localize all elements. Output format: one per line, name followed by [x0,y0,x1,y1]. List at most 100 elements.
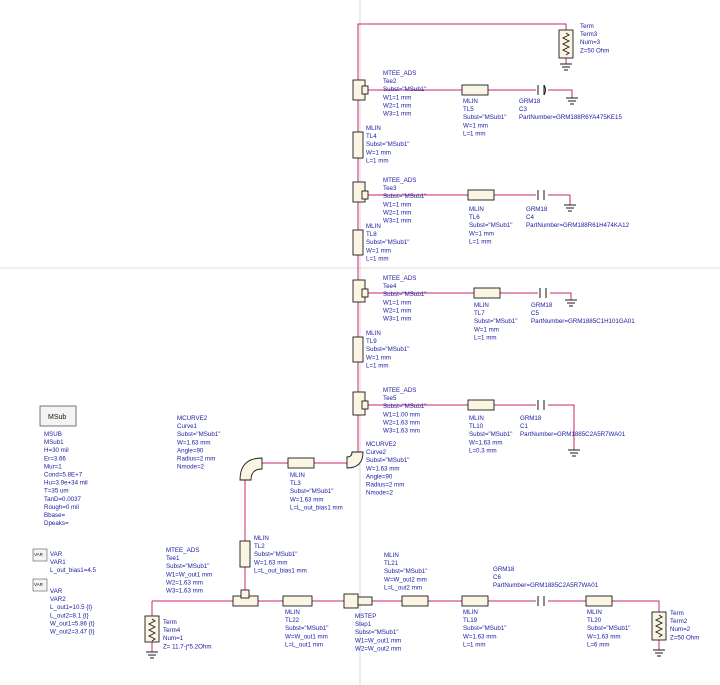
tl8-label-line: TL8 [366,231,377,238]
c3-capacitor[interactable] [537,84,546,96]
curve2-bend[interactable] [346,451,364,469]
tee5-component[interactable] [352,391,369,416]
wires [151,23,660,652]
msub-label-line: Bbase= [44,512,66,519]
tee2-label-line: Subst="MSub1" [383,86,426,93]
var2-label-line: VAR2 [50,596,66,603]
var2-component[interactable]: VAR [32,578,48,592]
tl19-line[interactable] [461,595,489,607]
tl22-label-line: W=W_out1 mm [285,633,328,640]
tl6-line[interactable] [467,189,495,201]
c3-label-line: GRM18 [519,98,541,105]
term4-resistor[interactable] [144,615,160,643]
tee3-label-line: MTEE_ADS [383,177,416,184]
var2-label-line: W_out2=3.47 {t} [50,629,95,636]
tee3-label-line: W3=1 mm [383,218,411,225]
tl9-label-line: W=1 mm [366,354,391,361]
msub-label-line: T=35 um [44,488,69,495]
step1-label-line: Step1 [355,621,372,628]
tl7-label-line: L=1 mm [474,334,497,341]
tee2-label-line: W2=1 mm [383,102,411,109]
c4-capacitor[interactable] [537,190,545,200]
term2-resistor[interactable] [651,611,667,641]
tl22-line[interactable] [282,595,313,607]
var1-component[interactable]: VAR [32,548,48,562]
tl19-label-line: TL19 [463,617,478,624]
tl2-line[interactable] [239,540,251,568]
c4-part-number: PartNumber=GRM188R61H474KA12 [526,222,630,229]
tl20-label-line: W=1.63 mm [587,633,621,640]
tee5-label-line: MTEE_ADS [383,387,416,394]
msub-component[interactable]: MSub [39,405,77,427]
step1-label-line: W2=W_out2 mm [355,645,401,652]
tee3-component[interactable] [352,181,369,203]
c6-capacitor[interactable] [537,596,545,606]
c5-capacitor[interactable] [539,288,547,298]
tl7-line[interactable] [473,287,501,299]
var1-label-line: VAR [50,551,63,558]
msub-label-line: Dpeaks= [44,520,69,527]
curve1-label-line: W=1.63 mm [177,439,211,446]
tl21-line[interactable] [401,595,429,607]
tl6-label-line: Subst="MSub1" [469,222,512,229]
curve1-label-line: Nmode=2 [177,464,205,471]
tl10-label-line: Subst="MSub1" [469,431,512,438]
tee1-component[interactable] [232,589,259,607]
c5-part-number: PartNumber=GRM1885C1H101GA01 [531,318,635,325]
tee4-label-line: Subst="MSub1" [383,291,426,298]
tl6-label-line: TL6 [469,214,480,221]
tl21-label-line: Subst="MSub1" [384,568,427,575]
tl5-label-line: W=1 mm [463,122,488,129]
tl2-label-line: Subst="MSub1" [254,551,297,558]
term3-resistor[interactable] [558,29,574,59]
tee5-label-line: W2=1.63 mm [383,419,420,426]
c6-label-line: GRM18 [493,566,515,573]
curve1-bend[interactable] [239,457,263,481]
term3-label-line: Term3 [580,31,598,38]
var1-badge: VAR [34,552,44,557]
tl20-line[interactable] [585,595,613,607]
tee5-label-line: Subst="MSub1" [383,403,426,410]
tl5-line[interactable] [461,84,489,96]
tl10-line[interactable] [467,399,495,411]
msub-label-line: MSUB [44,431,62,438]
tl6-label-line: W=1 mm [469,230,494,237]
msub-label-line: Er=3.66 [44,455,66,462]
c1-capacitor[interactable] [537,400,545,410]
curve2-label-line: Nmode=2 [366,490,394,497]
tl20-label-line: L=6 mm [587,641,610,648]
tl4-line[interactable] [352,131,364,159]
step1-component[interactable] [343,593,373,609]
ground-icon [653,649,665,657]
tl8-line[interactable] [352,229,364,256]
c6-label-line: C6 [493,574,501,581]
tl7-label-line: Subst="MSub1" [474,318,517,325]
tee4-component[interactable] [352,279,369,303]
tee3-label-line: Tee3 [383,185,397,192]
tee5-label-line: Tee5 [383,395,397,402]
var2-label-line: L_out1=10.5 {t} [50,604,92,611]
tl8-label-line: L=1 mm [366,255,389,262]
tl22-label-line: MLIN [285,609,300,616]
step1-label-line: Subst="MSub1" [355,629,398,636]
curve1-label-line: Radius=2 mm [177,456,215,463]
tl22-label-line: TL22 [285,617,300,624]
tee2-component[interactable] [352,79,369,101]
tee2-label-line: W3=1 mm [383,111,411,118]
tl9-line[interactable] [352,336,364,363]
tl3-line[interactable] [287,457,315,469]
msub-label-line: Cond=5.8E+7 [44,472,83,479]
msub-label-line: TanD=0.0037 [44,496,82,503]
tl20-label-line: TL20 [587,617,602,624]
tee1-label-line: Subst="MSub1" [166,563,209,570]
